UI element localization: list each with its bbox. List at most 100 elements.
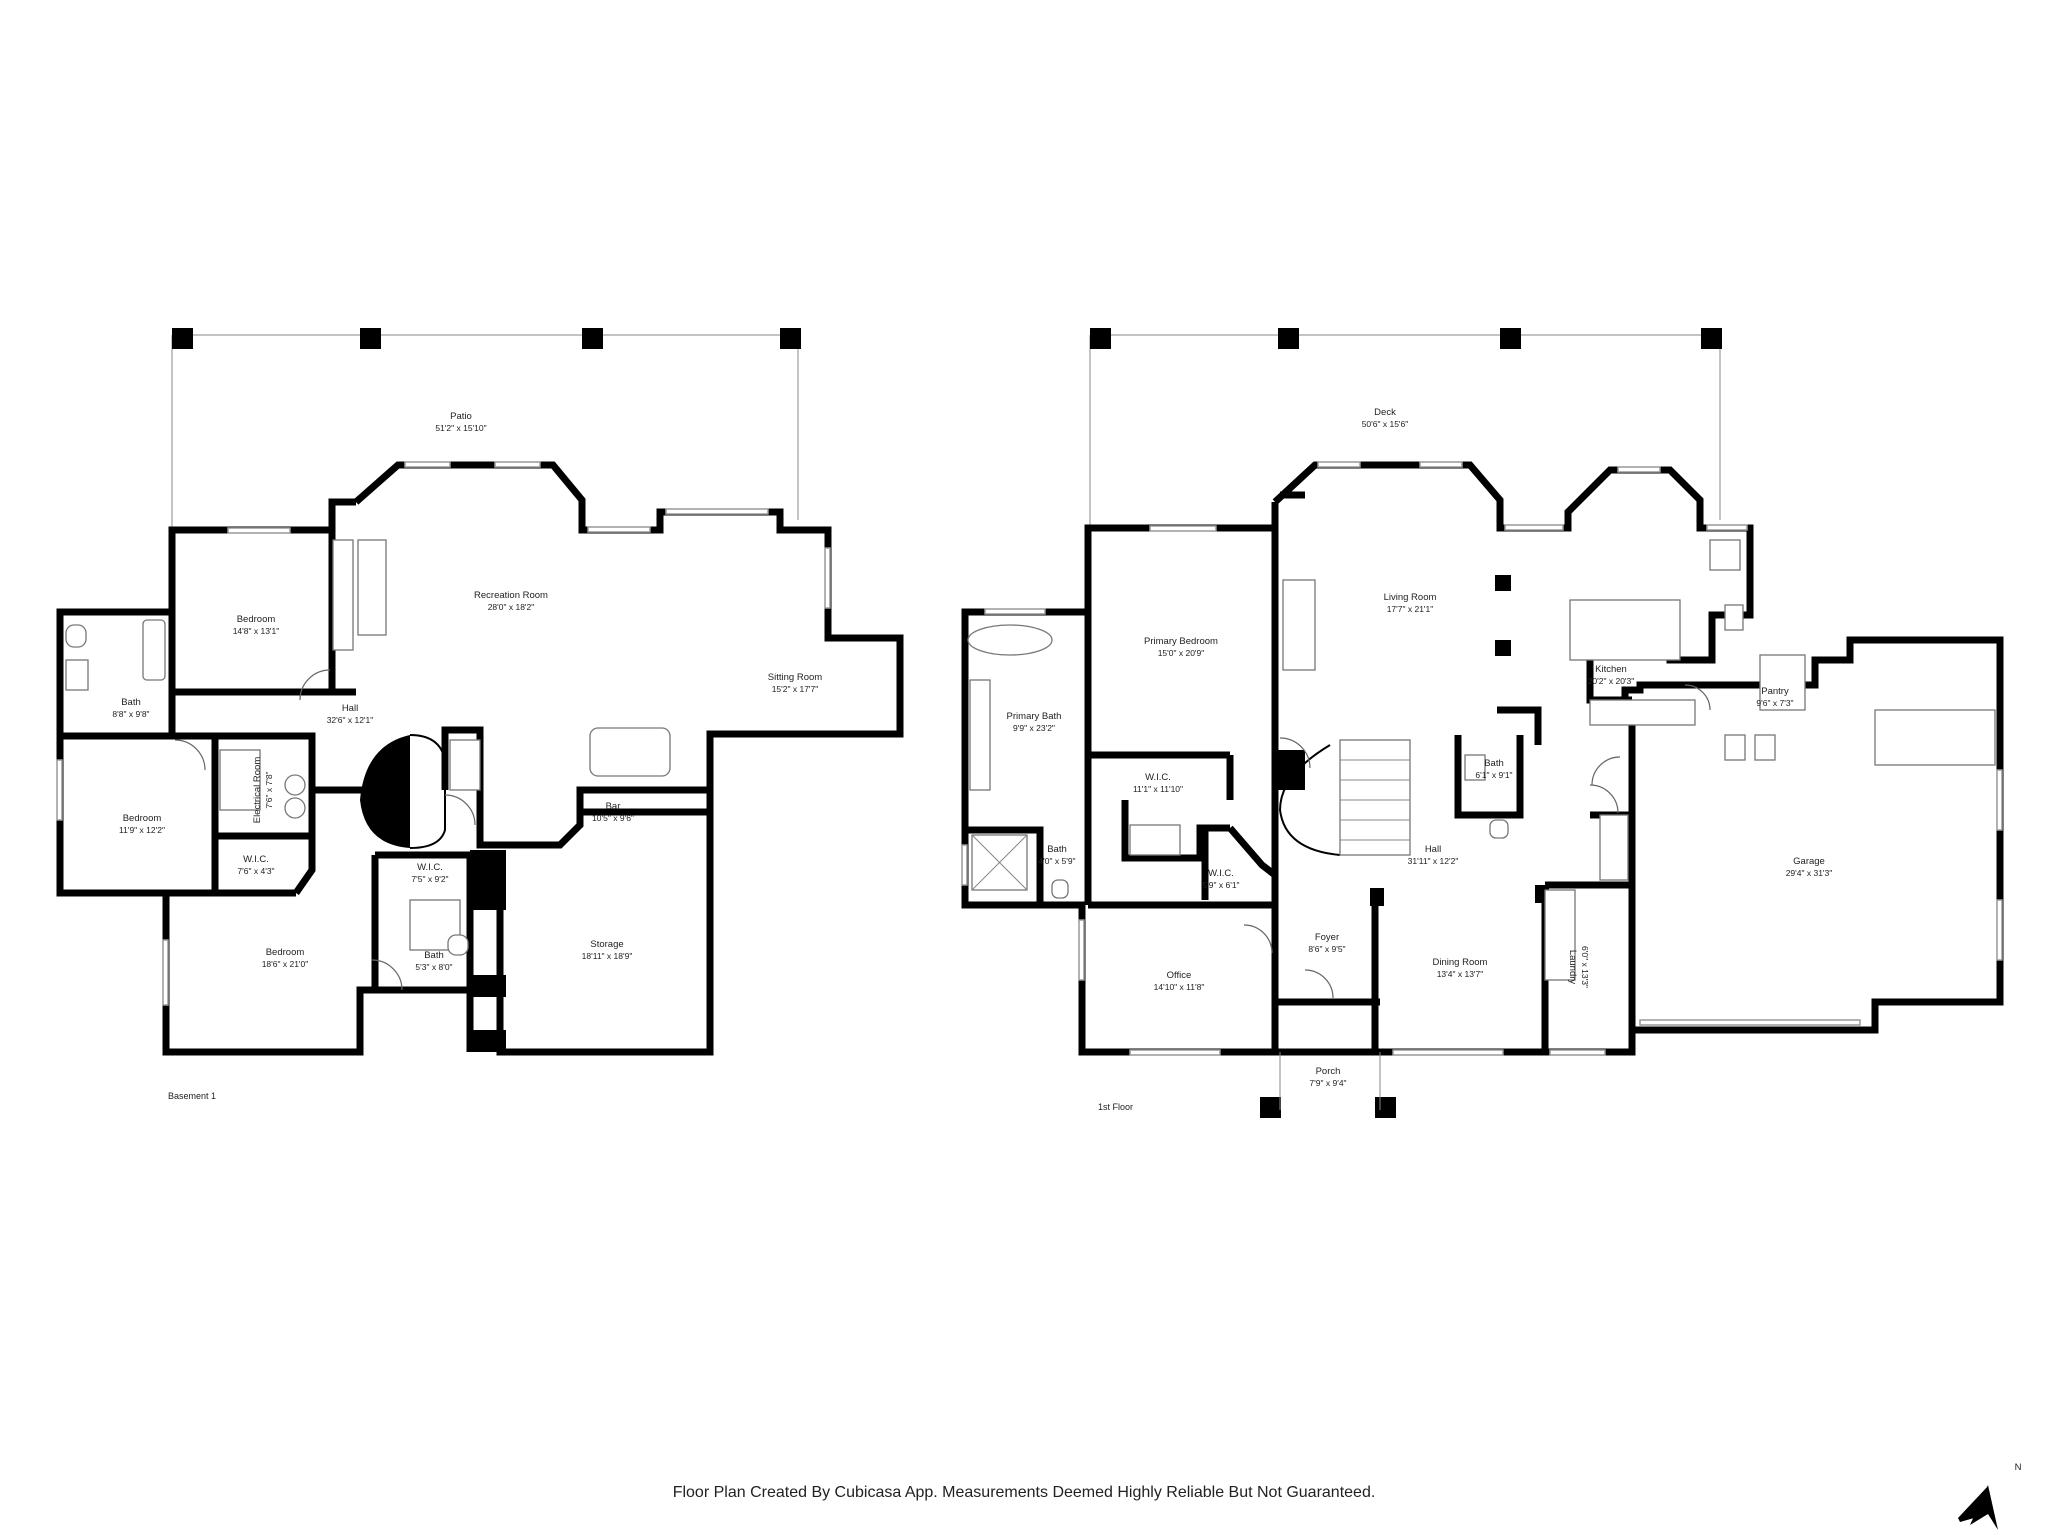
room-dimensions: 6'0" x 13'3" xyxy=(1580,946,1590,988)
deck-post xyxy=(1278,328,1299,349)
pantry-shelf xyxy=(1759,654,1806,711)
window xyxy=(665,508,769,515)
wall xyxy=(1121,800,1230,862)
room-name: Porch xyxy=(1316,1066,1341,1077)
room-name: Bath xyxy=(1047,844,1067,855)
wall xyxy=(965,826,1044,905)
window xyxy=(56,759,63,821)
vanity xyxy=(969,679,991,791)
room-dimensions: 7'6" x 7'8" xyxy=(264,771,274,808)
room-dimensions: 17'7" x 21'1" xyxy=(1387,604,1434,614)
room-name: Pantry xyxy=(1761,686,1789,697)
column xyxy=(1495,575,1511,591)
deck-post xyxy=(1701,328,1722,349)
room-dimensions: 50'6" x 15'6" xyxy=(1362,419,1409,429)
stool xyxy=(1754,734,1776,761)
room-dimensions: 28'0" x 18'2" xyxy=(488,602,535,612)
window xyxy=(1996,769,2003,831)
patio-post xyxy=(360,328,381,349)
room-dimensions: 6'1" x 9'1" xyxy=(1475,770,1512,780)
kitchen-sink xyxy=(1709,539,1741,571)
room-name: Kitchen xyxy=(1595,664,1627,675)
closet xyxy=(1599,814,1629,881)
fireplace xyxy=(1282,579,1316,671)
footer-disclaimer: Floor Plan Created By Cubicasa App. Meas… xyxy=(672,1484,1376,1501)
room-name: Primary Bedroom xyxy=(1144,636,1218,647)
patio-post xyxy=(780,328,801,349)
room-name: W.I.C. xyxy=(1208,868,1234,879)
porch-post xyxy=(1260,1097,1281,1118)
room-name: Garage xyxy=(1793,856,1825,867)
kitchen-island xyxy=(1569,599,1681,661)
door-swing xyxy=(1589,784,1619,814)
column xyxy=(1495,640,1511,656)
window xyxy=(1706,524,1748,531)
window xyxy=(1504,524,1564,531)
curved-stair xyxy=(360,735,410,848)
window xyxy=(162,939,169,1006)
sink xyxy=(1464,754,1486,781)
window xyxy=(1419,461,1463,468)
door-swing xyxy=(174,739,206,771)
window xyxy=(1549,1049,1606,1056)
window xyxy=(1317,461,1361,468)
staircase xyxy=(1339,739,1411,856)
window xyxy=(404,461,451,468)
room-name: Hall xyxy=(342,703,358,714)
first-floor: Deck 50'6" x 15'6" Living Room 17'7" x 2… xyxy=(961,328,2004,1118)
door-swing xyxy=(1243,924,1273,954)
wall xyxy=(1497,706,1542,745)
floor-label: Basement 1 xyxy=(168,1091,216,1101)
room-dimensions: 10'5" x 9'6" xyxy=(592,813,634,823)
room-dimensions: 8'6" x 9'5" xyxy=(1308,944,1345,954)
deck-post xyxy=(1500,328,1521,349)
room-name: Bath xyxy=(1484,758,1504,769)
room-name: W.I.C. xyxy=(417,862,443,873)
window xyxy=(1392,1049,1504,1056)
room-dimensions: 31'11" x 12'2" xyxy=(1408,856,1459,866)
bar-counter xyxy=(589,727,671,777)
room-dimensions: 14'10" x 11'8" xyxy=(1154,982,1205,992)
room-dimensions: 7'6" x 4'3" xyxy=(237,866,274,876)
column xyxy=(1275,750,1305,790)
electrical-panel xyxy=(219,749,261,811)
window xyxy=(227,527,291,534)
window xyxy=(1996,899,2003,961)
room-name: Recreation Room xyxy=(474,590,548,601)
room-dimensions: 29'4" x 31'3" xyxy=(1786,868,1833,878)
window xyxy=(984,608,1046,615)
stool xyxy=(1724,734,1746,761)
room-name: Sitting Room xyxy=(768,672,822,683)
wall-thin xyxy=(576,790,710,816)
column xyxy=(470,850,506,910)
counter xyxy=(1589,699,1696,726)
sink xyxy=(65,659,89,691)
closet xyxy=(332,539,354,651)
room-name: Bath xyxy=(121,697,141,708)
room-name: Laundry xyxy=(1567,950,1578,985)
closet-shelf xyxy=(1129,824,1181,856)
window xyxy=(494,461,541,468)
room-name: Foyer xyxy=(1315,932,1339,943)
room-name: Office xyxy=(1167,970,1192,981)
room-name: Bedroom xyxy=(237,614,276,625)
room-name: Bedroom xyxy=(266,947,305,958)
window xyxy=(1078,919,1085,981)
room-name: Primary Bath xyxy=(1007,711,1062,722)
room-dimensions: 20'2" x 20'3" xyxy=(1588,676,1635,686)
room-name: Storage xyxy=(590,939,623,950)
toilet xyxy=(1489,819,1509,839)
wall xyxy=(1227,825,1278,878)
curved-wall xyxy=(1278,744,1341,856)
basement-floor: Patio 51'2" x 15'10" Recreation Room 28'… xyxy=(56,328,904,1101)
shower-cross xyxy=(971,834,1028,891)
laundry-machines xyxy=(1544,889,1576,981)
door-swing xyxy=(371,959,403,991)
room-name: Hall xyxy=(1425,844,1441,855)
window xyxy=(1149,525,1217,532)
room-dimensions: 15'0" x 20'9" xyxy=(1158,648,1205,658)
room-dimensions: 9'9" x 23'2" xyxy=(1013,723,1055,733)
room-dimensions: 8'8" x 9'8" xyxy=(112,709,149,719)
door-swing xyxy=(1279,737,1311,769)
window xyxy=(587,526,651,533)
